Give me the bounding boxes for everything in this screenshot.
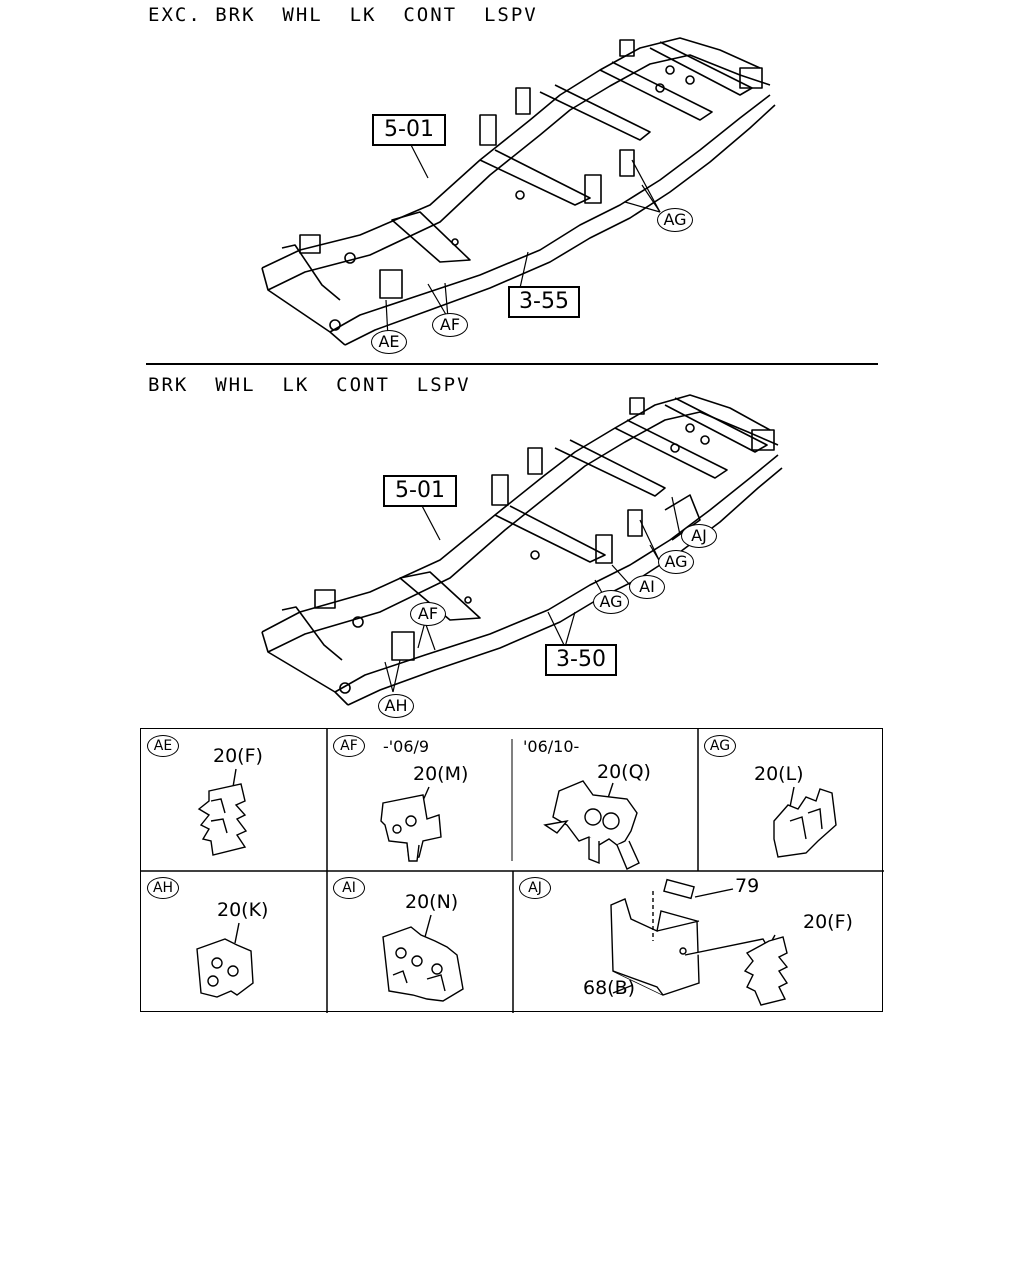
callout-ae-top: AE <box>371 330 407 354</box>
detail-id-ae: AE <box>147 735 179 757</box>
part-label-20f-aj: 20(F) <box>803 911 853 933</box>
detail-grid-lines <box>141 729 884 1013</box>
frame-ref-label-bottom: 5-01 <box>383 475 457 507</box>
part-label-20l: 20(L) <box>754 763 804 785</box>
section-divider <box>146 363 878 365</box>
detail-grid: AE 20(F) AF -'06/9 20(M) '06/10- 20(Q) <box>140 728 884 1013</box>
callout-ag-top: AG <box>657 208 693 232</box>
detail-id-af: AF <box>333 735 365 757</box>
clip-20f-icon <box>197 768 248 856</box>
section-1-title: EXC. BRK WHL LK CONT LSPV <box>148 4 538 26</box>
frame-ref-label-top: 5-01 <box>372 114 446 146</box>
af-variant-2-date: '06/10- <box>523 737 580 756</box>
bracket-bolt-clip-assembly-icon <box>610 878 789 1006</box>
part-label-68b: 68(B) <box>583 977 636 999</box>
callout-af-bottom: AF <box>410 602 446 626</box>
part-label-20f-ae: 20(F) <box>213 745 263 767</box>
clip-20m-and-20q-icons <box>380 780 640 870</box>
detail-id-ah: AH <box>147 877 179 899</box>
harness-ref-label-top: 3-55 <box>508 286 580 318</box>
part-label-20q: 20(Q) <box>597 761 651 783</box>
detail-cell-af: AF -'06/9 20(M) '06/10- 20(Q) <box>327 729 698 871</box>
clip-20n-icon <box>382 914 464 1002</box>
callout-ah-bottom: AH <box>378 694 414 718</box>
part-label-20n: 20(N) <box>405 891 459 913</box>
callout-ag-bottom-1: AG <box>658 550 694 574</box>
callout-ag-bottom-2: AG <box>593 590 629 614</box>
detail-cell-aj: AJ 79 20(F) 68(B) <box>513 871 884 1013</box>
detail-cell-ai: AI 20(N) <box>327 871 513 1013</box>
part-label-79: 79 <box>735 875 760 897</box>
callout-af-top: AF <box>432 313 468 337</box>
clip-20l-icon <box>773 786 837 858</box>
detail-id-ai: AI <box>333 877 365 899</box>
detail-cell-ae: AE 20(F) <box>141 729 327 871</box>
section-2-title: BRK WHL LK CONT LSPV <box>148 374 471 396</box>
detail-cell-ag: AG 20(L) <box>698 729 884 871</box>
detail-id-ag: AG <box>704 735 736 757</box>
callout-aj-bottom: AJ <box>681 524 717 548</box>
callout-ai-bottom: AI <box>629 575 665 599</box>
af-variant-1-date: -'06/9 <box>383 737 430 756</box>
detail-cell-ah: AH 20(K) <box>141 871 327 1013</box>
clip-20k-icon <box>196 922 254 998</box>
harness-ref-label-bottom: 3-50 <box>545 644 617 676</box>
chassis-frame-diagram-bottom <box>261 394 783 706</box>
detail-id-aj: AJ <box>519 877 551 899</box>
chassis-frame-diagram-top <box>261 37 776 346</box>
part-label-20m: 20(M) <box>413 763 469 785</box>
part-label-20k: 20(K) <box>217 899 269 921</box>
